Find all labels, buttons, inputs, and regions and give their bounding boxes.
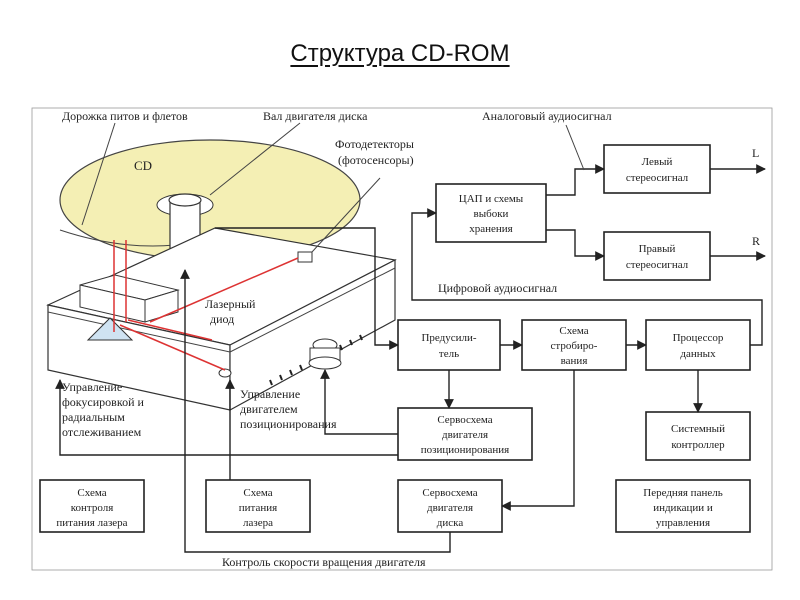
svg-text:данных: данных	[680, 348, 716, 360]
block-right-stereo: Правый стереосигнал	[603, 231, 711, 281]
svg-text:вания: вания	[561, 355, 588, 367]
label-photodetectors-1: Фотодетекторы	[335, 137, 414, 151]
label-focus-3: радиальным	[62, 410, 125, 424]
block-laser-power: Схема питания лазера	[205, 479, 311, 533]
label-out-r: R	[752, 234, 760, 248]
block-left-stereo: Левый стереосигнал	[603, 144, 711, 194]
svg-text:диска: диска	[437, 517, 464, 529]
svg-text:выбоки: выбоки	[474, 208, 509, 220]
svg-text:питания: питания	[239, 502, 277, 514]
block-dac: ЦАП и схемы выбоки хранения	[435, 183, 547, 243]
svg-text:Предусили-: Предусили-	[421, 332, 476, 344]
label-laser-diode-1: Лазерный	[205, 297, 256, 311]
svg-text:стробиро-: стробиро-	[551, 340, 598, 352]
block-preamp: Предусили- тель	[397, 319, 501, 371]
label-speed: Контроль скорости вращения двигателя	[222, 555, 426, 569]
svg-text:контроллер: контроллер	[671, 439, 725, 451]
label-focus-2: фокусировкой и	[62, 395, 144, 409]
block-servo-positioning: Сервосхема двигателя позиционирования	[397, 407, 533, 461]
label-focus-1: Управление	[62, 380, 122, 394]
label-shaft: Вал двигателя диска	[263, 109, 368, 123]
svg-text:стереосигнал: стереосигнал	[626, 259, 689, 271]
svg-text:Системный: Системный	[671, 423, 725, 435]
svg-text:индикации и: индикации и	[653, 502, 713, 514]
diagram-frame	[31, 107, 773, 571]
connections	[55, 124, 766, 553]
label-digital: Цифровой аудиосигнал	[438, 281, 557, 295]
svg-text:питания лазера: питания лазера	[56, 517, 127, 529]
svg-text:тель: тель	[439, 348, 459, 360]
svg-text:Схема: Схема	[243, 487, 272, 499]
svg-text:Схема: Схема	[77, 487, 106, 499]
label-focus-4: отслеживанием	[62, 425, 142, 439]
disc-label: CD	[134, 158, 152, 173]
block-system-controller: Системный контроллер	[645, 411, 751, 461]
svg-text:Правый: Правый	[639, 243, 676, 255]
optical-head	[79, 274, 180, 341]
svg-text:Сервосхема: Сервосхема	[437, 414, 492, 426]
label-track: Дорожка питов и флетов	[62, 109, 188, 123]
block-front-panel: Передняя панель индикации и управления	[615, 479, 751, 533]
block-servo-disk: Сервосхема двигателя диска	[397, 479, 503, 533]
laser-beams	[113, 240, 299, 371]
block-strobe: Схема стробиро- вания	[521, 319, 627, 371]
label-analog: Аналоговый аудиосигнал	[482, 109, 612, 123]
svg-text:Сервосхема: Сервосхема	[422, 487, 477, 499]
label-motor-pos-1: Управление	[240, 387, 300, 401]
svg-text:управления: управления	[656, 517, 710, 529]
svg-text:лазера: лазера	[243, 517, 273, 529]
svg-text:Левый: Левый	[642, 156, 673, 168]
label-out-l: L	[752, 146, 759, 160]
svg-text:Процессор: Процессор	[673, 332, 724, 344]
svg-text:Схема: Схема	[559, 325, 588, 337]
label-laser-diode-2: диод	[210, 312, 234, 326]
svg-text:Передняя панель: Передняя панель	[643, 487, 722, 499]
svg-text:стереосигнал: стереосигнал	[626, 172, 689, 184]
block-laser-control: Схема контроля питания лазера	[39, 479, 145, 533]
page-title: Структура CD-ROM	[290, 40, 510, 67]
svg-text:контроля: контроля	[71, 502, 114, 514]
block-processor: Процессор данных	[645, 319, 751, 371]
label-photodetectors-2: (фотосенсоры)	[338, 153, 414, 167]
label-motor-pos-3: позиционирования	[240, 417, 337, 431]
label-motor-pos-2: двигателем	[240, 402, 298, 416]
svg-text:ЦАП и схемы: ЦАП и схемы	[459, 193, 524, 205]
svg-text:двигателя: двигателя	[442, 429, 488, 441]
svg-text:хранения: хранения	[469, 223, 512, 235]
svg-text:двигателя: двигателя	[427, 502, 473, 514]
svg-text:позиционирования: позиционирования	[421, 444, 509, 456]
